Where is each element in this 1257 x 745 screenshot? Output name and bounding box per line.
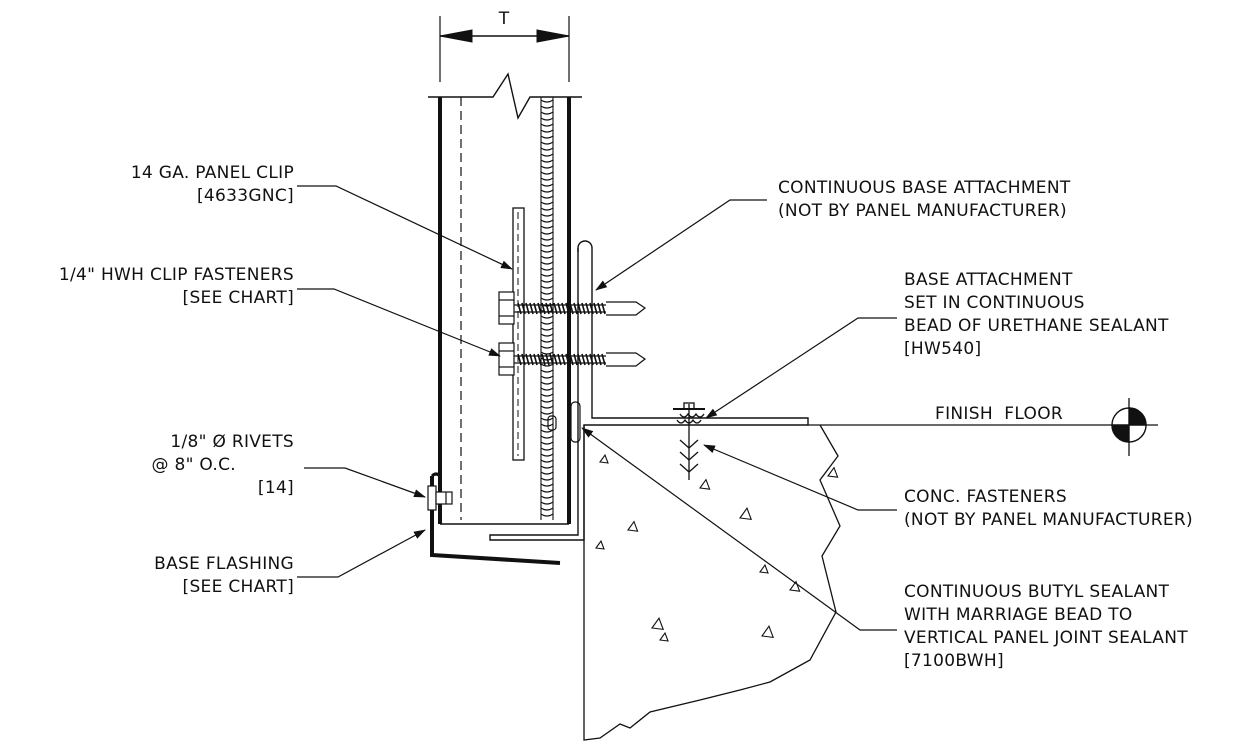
conc-fasteners-line2: (NOT BY PANEL MANUFACTURER): [904, 510, 1193, 530]
butyl-sealant-line4: [7100BWH]: [904, 651, 1004, 671]
rivets-line3: [14]: [257, 478, 294, 498]
leader-clip-fasteners: [297, 288, 501, 357]
dimension-t: [439, 16, 570, 82]
butyl-sealant-line1: CONTINUOUS BUTYL SEALANT: [904, 582, 1170, 602]
leader-butyl-sealant: [581, 427, 897, 631]
wall-panel: [438, 97, 571, 525]
butyl-sealant-line3: VERTICAL PANEL JOINT SEALANT: [904, 628, 1188, 648]
callout-continuous-base-attachment: CONTINUOUS BASE ATTACHMENT (NOT BY PANEL…: [778, 177, 1071, 223]
callout-butyl-sealant: CONTINUOUS BUTYL SEALANT WITH MARRIAGE B…: [904, 581, 1188, 673]
clip-fasteners-line2: [SEE CHART]: [182, 288, 294, 308]
sealant-texture: [540, 99, 554, 517]
fastener-threads: [517, 302, 606, 366]
continuous-base-line1: CONTINUOUS BASE ATTACHMENT: [778, 178, 1071, 198]
finish-floor-text: FINISH FLOOR: [935, 404, 1064, 424]
concrete-aggregate: [595, 453, 839, 642]
panel-clip: [512, 207, 525, 461]
finish-floor-label: FINISH FLOOR: [935, 403, 1063, 426]
leader-base-attachment: [705, 317, 897, 419]
conc-fasteners-line1: CONC. FASTENERS: [904, 487, 1067, 507]
butyl-sealant-beads: [547, 401, 581, 443]
callout-rivets: 1/8" Ø RIVETS @ 8" O.C. [14]: [151, 431, 294, 500]
elevation-marker-icon: [1111, 407, 1147, 443]
panel-break-line: [428, 72, 582, 120]
leader-continuous-base: [595, 199, 767, 291]
callout-conc-fasteners: CONC. FASTENERS (NOT BY PANEL MANUFACTUR…: [904, 486, 1193, 532]
continuous-base-line2: (NOT BY PANEL MANUFACTURER): [778, 201, 1067, 221]
leader-conc-fasteners: [703, 444, 897, 511]
panel-clip-line2: [4633GNC]: [197, 186, 294, 206]
leader-base-flashing: [297, 529, 426, 578]
rivet: [427, 485, 453, 511]
callout-base-attachment-sealant: BASE ATTACHMENT SET IN CONTINUOUS BEAD O…: [904, 269, 1169, 361]
base-attachment-line2: SET IN CONTINUOUS: [904, 293, 1085, 313]
clip-fasteners-line1: 1/4" HWH CLIP FASTENERS: [58, 265, 294, 285]
callout-base-flashing: BASE FLASHING [SEE CHART]: [154, 553, 294, 599]
base-flashing-line1: BASE FLASHING: [154, 554, 294, 574]
concrete-fastener: [673, 402, 705, 480]
base-flashing-line2: [SEE CHART]: [182, 577, 294, 597]
leader-lines: [297, 185, 897, 631]
base-attachment-line1: BASE ATTACHMENT: [904, 270, 1073, 290]
callout-clip-fasteners: 1/4" HWH CLIP FASTENERS [SEE CHART]: [59, 264, 294, 310]
butyl-sealant-line2: WITH MARRIAGE BEAD TO: [904, 605, 1133, 625]
base-attachment-line3: BEAD OF URETHANE SEALANT: [904, 316, 1169, 336]
base-attachment-line4: [HW540]: [904, 339, 982, 359]
concrete-slab: [583, 424, 841, 741]
rivets-line2: @ 8" O.C.: [151, 455, 236, 475]
rivets-line1: 1/8" Ø RIVETS: [170, 432, 294, 452]
panel-joint-sealant: [540, 97, 554, 520]
leader-rivets: [304, 467, 426, 498]
callout-panel-clip: 14 GA. PANEL CLIP [4633GNC]: [131, 162, 294, 208]
dimension-label: T: [498, 9, 510, 29]
continuous-base-attachment: [489, 240, 809, 541]
leader-panel-clip: [297, 185, 513, 270]
panel-clip-line1: 14 GA. PANEL CLIP: [130, 163, 294, 183]
